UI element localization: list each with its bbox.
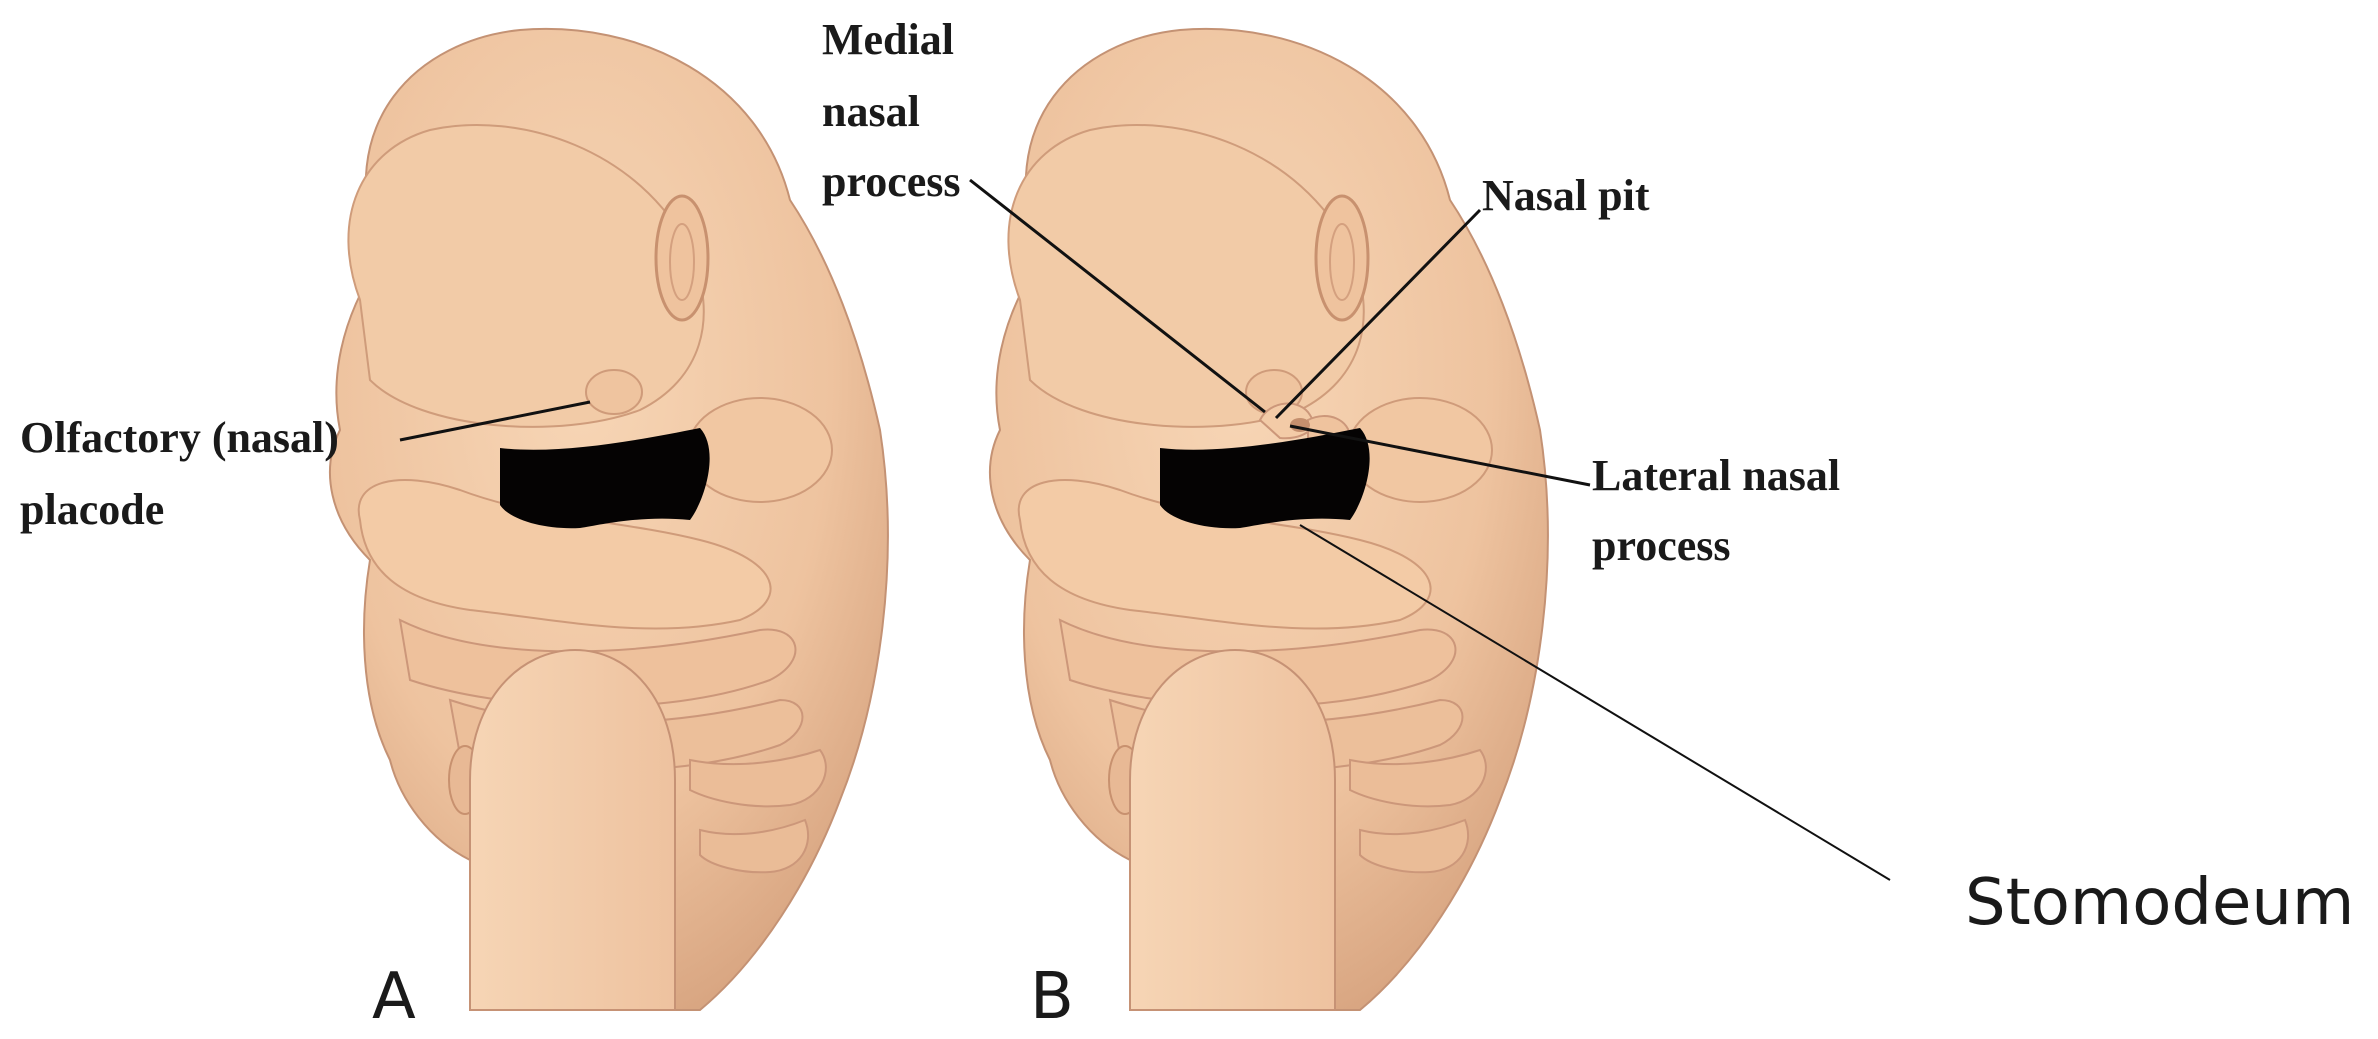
- leader-stomodeum: [1299, 524, 1891, 881]
- label-lateral-nasal-process-line2: process: [1592, 521, 1731, 570]
- leader-lateral-nasal-process: [1289, 424, 1591, 487]
- label-medial-nasal-process-line2: nasal: [822, 87, 920, 136]
- panel-label-b: B: [1030, 960, 1074, 1034]
- label-medial-nasal-process-line3: process: [822, 157, 961, 206]
- label-stomodeum: Stomodeum: [1965, 866, 2355, 940]
- embryo-panel-a: [328, 27, 890, 1012]
- leader-olfactory-placode: [399, 400, 591, 442]
- panel-label-a: A: [372, 960, 416, 1034]
- label-medial-nasal-process-line1: Medial: [822, 15, 954, 64]
- label-olfactory-placode-line2: placode: [20, 485, 165, 534]
- label-nasal-pit: Nasal pit: [1482, 171, 1650, 220]
- label-olfactory-placode-line1: Olfactory (nasal): [20, 413, 339, 462]
- leader-medial-nasal-process: [969, 178, 1266, 414]
- stomodeum-opening-b: [1160, 428, 1370, 529]
- stomodeum-opening-a: [500, 428, 710, 529]
- embryo-panel-b: [988, 27, 1550, 1012]
- label-lateral-nasal-process-line1: Lateral nasal: [1592, 451, 1841, 500]
- leader-nasal-pit: [1274, 208, 1482, 420]
